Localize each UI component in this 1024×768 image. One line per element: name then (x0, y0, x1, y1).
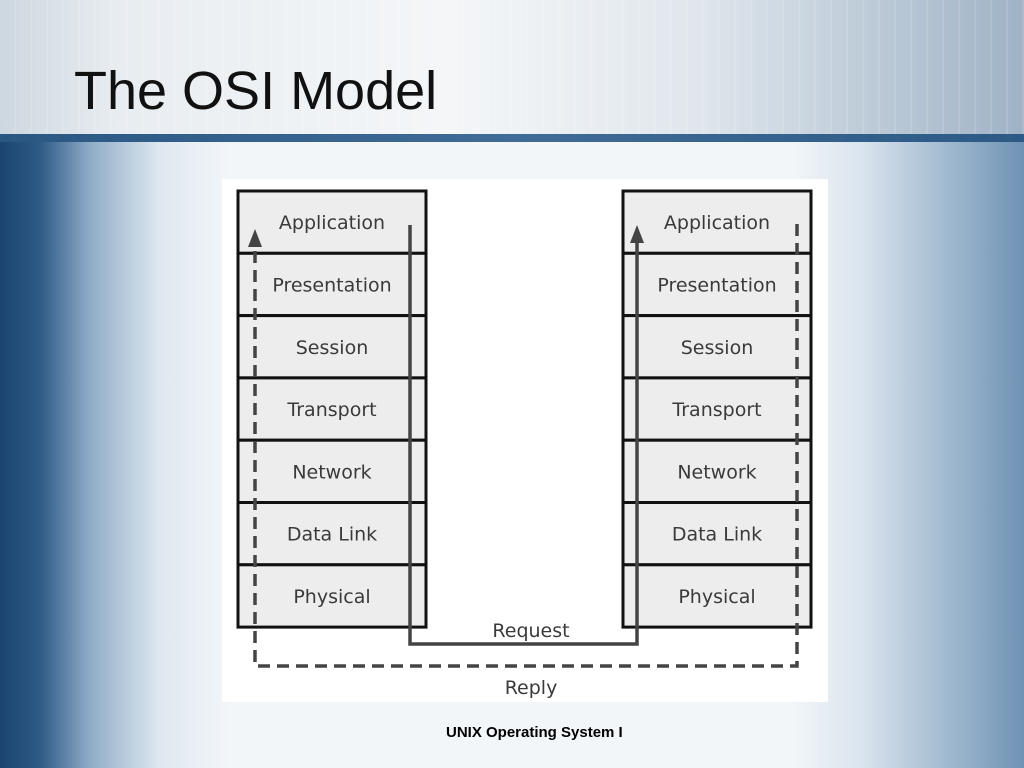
request-path (408, 225, 639, 646)
slide-footer: UNIX Operating System I (446, 724, 623, 741)
osi-diagram: ApplicationPresentationSessionTransportN… (236, 189, 813, 699)
left-layer-label-presentation: Presentation (272, 274, 391, 296)
right-layer-label-session: Session (681, 337, 754, 359)
right-layer-label-transport: Transport (671, 399, 761, 421)
right-layer-physical (621, 563, 813, 629)
slide-title: The OSI Model (74, 61, 438, 121)
left-layer-label-transport: Transport (286, 399, 376, 421)
left-layer-label-data-link: Data Link (287, 524, 377, 546)
request-label: Request (492, 620, 569, 642)
left-layer-session (236, 314, 428, 380)
reply-arrowhead (248, 229, 262, 247)
left-osi-stack: ApplicationPresentationSessionTransportN… (236, 189, 428, 629)
title-divider (0, 134, 1024, 142)
right-layer-label-data-link: Data Link (672, 524, 762, 546)
left-layer-label-network: Network (292, 461, 371, 483)
left-layer-label-physical: Physical (293, 586, 370, 608)
right-layer-label-physical: Physical (678, 586, 755, 608)
right-layer-label-network: Network (677, 461, 756, 483)
right-layer-presentation (621, 251, 813, 318)
reply-label: Reply (505, 677, 558, 699)
right-layer-network (621, 438, 813, 505)
right-layer-session (621, 314, 813, 380)
right-layer-label-presentation: Presentation (657, 274, 776, 296)
right-layer-data-link (621, 501, 813, 567)
left-layer-application (236, 189, 428, 255)
left-layer-label-session: Session (296, 337, 369, 359)
right-osi-stack: ApplicationPresentationSessionTransportN… (621, 189, 813, 629)
right-layer-application (621, 189, 813, 255)
left-layer-label-application: Application (279, 212, 385, 234)
title-band (0, 0, 1024, 136)
request-arrowhead (630, 225, 644, 243)
right-layer-label-application: Application (664, 212, 770, 234)
reply-path (253, 224, 799, 668)
left-layer-presentation (236, 251, 428, 318)
left-layer-physical (236, 563, 428, 629)
